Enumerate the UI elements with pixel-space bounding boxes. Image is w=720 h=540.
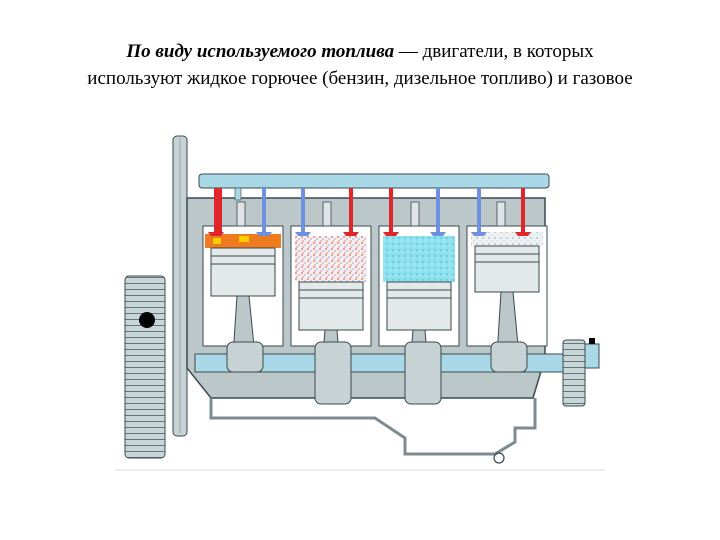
cylinder-2 <box>290 225 372 347</box>
slide-text-line1: — двигатели, в которых <box>394 41 594 62</box>
slide-text: По виду используемого топлива — двигател… <box>0 38 720 92</box>
crankshaft <box>194 341 564 405</box>
spark-plugs <box>236 201 506 227</box>
pulley-icon <box>562 338 600 407</box>
camshaft <box>198 173 550 189</box>
slide-text-line2: используют жидкое горючее (бензин, дизел… <box>87 68 633 89</box>
valves <box>208 188 531 236</box>
cylinder-4 <box>466 225 548 347</box>
cylinder-1 <box>202 225 284 347</box>
engine-diagram <box>115 135 605 471</box>
slide-text-emphasis: По виду используемого топлива <box>126 41 395 62</box>
oil-line <box>209 398 537 456</box>
cylinder-3 <box>378 225 460 347</box>
flywheel-icon <box>124 275 166 459</box>
